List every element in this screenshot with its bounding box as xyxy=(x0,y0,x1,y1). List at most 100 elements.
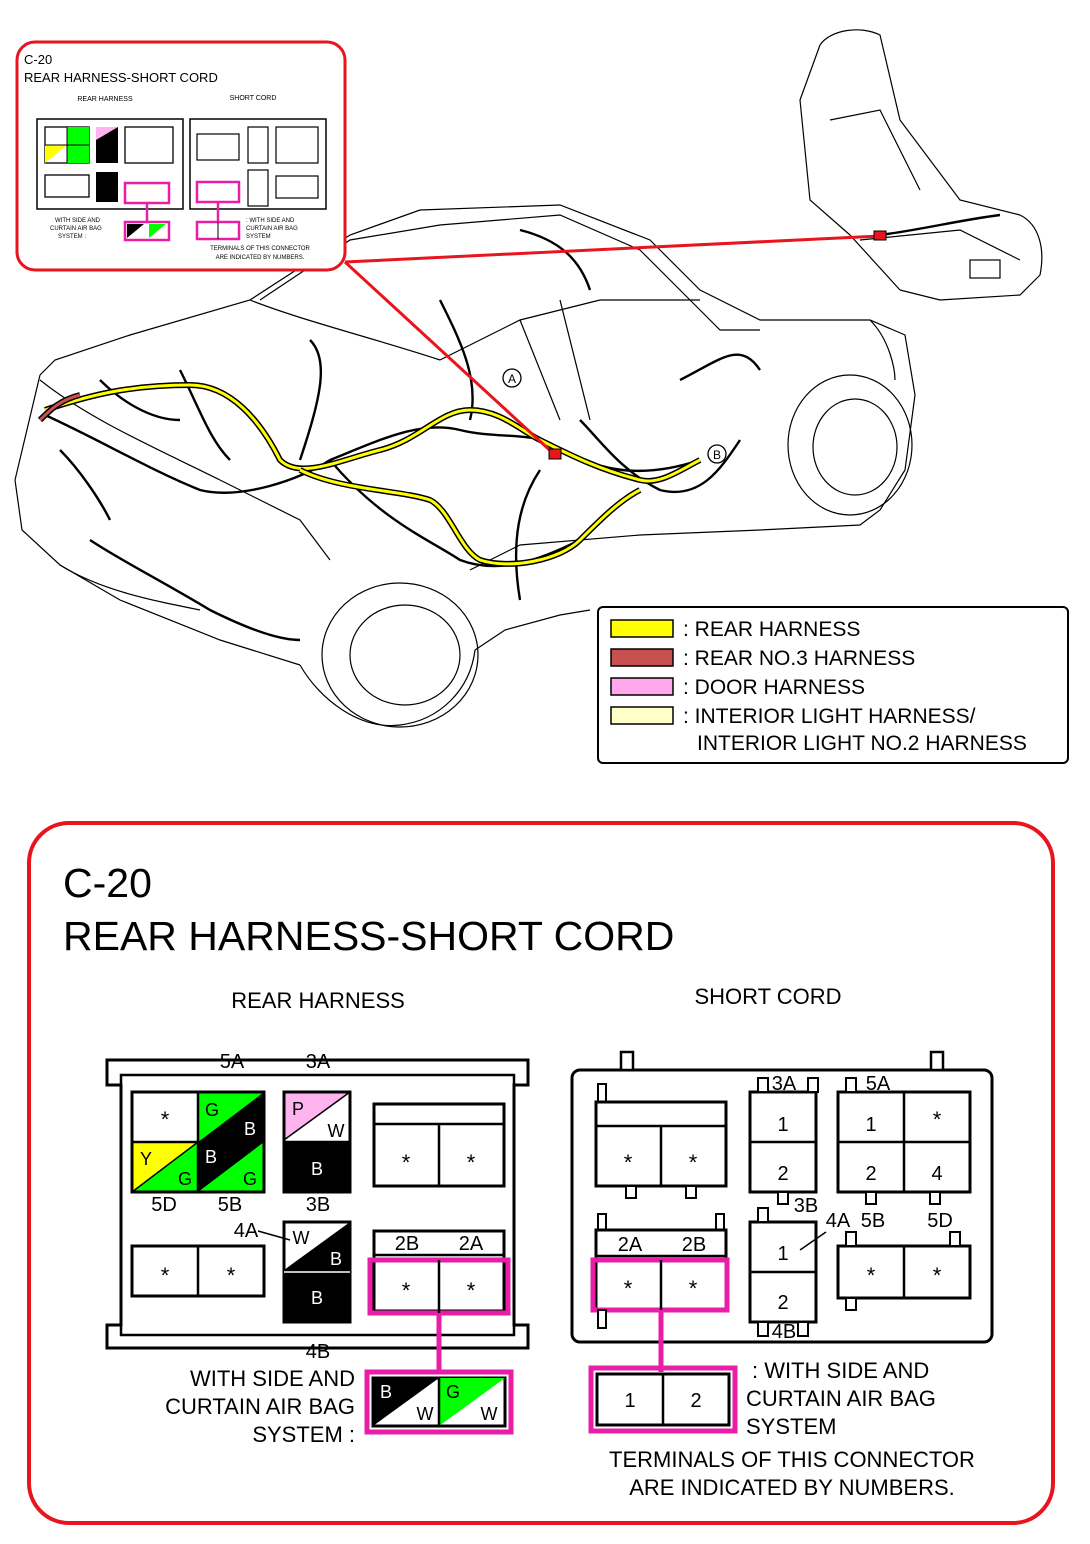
svg-text:: WITH SIDE AND: : WITH SIDE AND xyxy=(246,218,295,224)
small-connector-title: REAR HARNESS-SHORT CORD xyxy=(24,70,218,85)
svg-text:*: * xyxy=(689,1150,698,1175)
locator-marker-b: B xyxy=(707,444,727,464)
svg-text:2: 2 xyxy=(690,1390,701,1412)
svg-text:WITH SIDE AND: WITH SIDE AND xyxy=(55,218,101,224)
svg-text:*: * xyxy=(689,1276,698,1301)
connector-location-marker xyxy=(548,448,562,460)
svg-text:3A: 3A xyxy=(772,1073,797,1095)
svg-text:B: B xyxy=(244,1119,256,1139)
svg-text:*: * xyxy=(227,1263,236,1288)
rear-airbag-note-1: WITH SIDE AND xyxy=(190,1366,355,1391)
legend-label-interior-light-harness: : INTERIOR LIGHT HARNESS/ xyxy=(683,705,976,728)
svg-text:B: B xyxy=(311,1288,323,1308)
svg-text:4A: 4A xyxy=(234,1220,259,1242)
mini-short-cord-connector xyxy=(189,118,327,241)
rear-airbag-note-3: SYSTEM : xyxy=(252,1422,355,1447)
svg-text:B: B xyxy=(311,1159,323,1179)
rear-harness-route xyxy=(37,381,702,567)
svg-text:2: 2 xyxy=(777,1163,788,1185)
svg-text:2B: 2B xyxy=(682,1234,706,1256)
sc-block-5b-5d: * * xyxy=(836,1231,972,1311)
svg-text:2A: 2A xyxy=(618,1234,643,1256)
svg-text:5D: 5D xyxy=(927,1210,953,1232)
svg-text:TERMINALS OF THIS CONNECTOR: TERMINALS OF THIS CONNECTOR xyxy=(210,246,310,252)
svg-text:5B: 5B xyxy=(218,1194,242,1216)
sc-block-4a-4b: 1 2 xyxy=(748,1207,818,1337)
harness-legend: : REAR HARNESS : REAR NO.3 HARNESS : DOO… xyxy=(597,606,1069,764)
svg-text:2A: 2A xyxy=(459,1233,484,1255)
terminal-block-right-top: * * xyxy=(372,1102,506,1188)
svg-text:2: 2 xyxy=(865,1163,876,1185)
svg-text:*: * xyxy=(467,1278,476,1303)
svg-text:G: G xyxy=(178,1169,192,1189)
svg-text:A: A xyxy=(508,372,516,386)
rear-harness-heading: REAR HARNESS xyxy=(231,988,405,1013)
connector-title: REAR HARNESS-SHORT CORD xyxy=(63,913,674,959)
svg-text:1: 1 xyxy=(865,1114,876,1136)
svg-text:W: W xyxy=(293,1228,310,1248)
svg-text:ARE INDICATED BY NUMBERS.: ARE INDICATED BY NUMBERS. xyxy=(216,255,305,261)
callout-pointer xyxy=(343,234,881,457)
svg-text:4: 4 xyxy=(931,1163,942,1185)
svg-text:W: W xyxy=(328,1121,345,1141)
short-cord-airbag-note-1: : WITH SIDE AND xyxy=(752,1358,929,1383)
legend-label-rear-harness: : REAR HARNESS xyxy=(683,618,860,641)
svg-text:Y: Y xyxy=(140,1149,152,1169)
svg-text:4A: 4A xyxy=(826,1210,851,1232)
sc-block-3a-3b: 1 2 xyxy=(748,1077,819,1205)
svg-text:*: * xyxy=(161,1263,170,1288)
terminal-block-left-top: * G B Y G B G xyxy=(130,1090,266,1194)
svg-text:SYSTEM :: SYSTEM : xyxy=(58,234,86,240)
svg-text:G: G xyxy=(446,1382,460,1402)
svg-text:4B: 4B xyxy=(772,1321,796,1343)
svg-text:4B: 4B xyxy=(306,1341,330,1363)
svg-text:5A: 5A xyxy=(220,1051,245,1073)
svg-text:2B: 2B xyxy=(395,1233,419,1255)
connector-code: C-20 xyxy=(63,860,152,906)
svg-text:3B: 3B xyxy=(794,1195,818,1217)
sc-block-5a: 1 * 2 4 xyxy=(836,1077,972,1205)
svg-text:5D: 5D xyxy=(151,1194,177,1216)
rear-airbag-note-2: CURTAIN AIR BAG xyxy=(165,1394,355,1419)
terminal-footnote-1: TERMINALS OF THIS CONNECTOR xyxy=(609,1447,975,1472)
small-connector-code: C-20 xyxy=(24,52,52,67)
legend-label-door-harness: : DOOR HARNESS xyxy=(683,676,865,699)
svg-text:B: B xyxy=(380,1382,392,1402)
svg-text:*: * xyxy=(467,1150,476,1175)
svg-text:*: * xyxy=(624,1150,633,1175)
sc-block-2a-2b: * * xyxy=(590,1213,730,1329)
seat-illustration xyxy=(799,29,1043,301)
svg-text:B: B xyxy=(330,1249,342,1269)
legend-label-continuation: INTERIOR LIGHT NO.2 HARNESS xyxy=(697,732,1027,755)
terminal-block-4a-4b: W B B xyxy=(282,1220,352,1324)
terminal-block-left-bottom: * * xyxy=(130,1244,266,1298)
svg-text:5B: 5B xyxy=(861,1210,885,1232)
legend-swatch-interior-light-harness xyxy=(610,706,674,725)
svg-text:P: P xyxy=(292,1099,304,1119)
svg-text:2: 2 xyxy=(777,1292,788,1314)
svg-text:W: W xyxy=(481,1404,498,1424)
mini-rear-harness-connector xyxy=(36,118,184,242)
svg-text:1: 1 xyxy=(777,1243,788,1265)
svg-text:3B: 3B xyxy=(306,1194,330,1216)
terminal-block-2b-2a: * * xyxy=(367,1229,511,1316)
svg-text:*: * xyxy=(402,1150,411,1175)
sc-block-left-top: * * xyxy=(594,1083,728,1199)
short-cord-connector: * * 1 2 1 * 2 4 xyxy=(570,1050,994,1344)
svg-text:SHORT CORD: SHORT CORD xyxy=(230,95,277,102)
svg-text:CURTAIN AIR BAG: CURTAIN AIR BAG xyxy=(246,226,298,232)
svg-text:5A: 5A xyxy=(866,1073,891,1095)
svg-text:*: * xyxy=(867,1263,876,1288)
short-cord-heading: SHORT CORD xyxy=(694,984,841,1009)
legend-swatch-rear-harness xyxy=(610,619,674,638)
svg-text:W: W xyxy=(417,1404,434,1424)
svg-text:CURTAIN AIR BAG: CURTAIN AIR BAG xyxy=(50,226,102,232)
terminal-block-3a-3b: P W B xyxy=(282,1090,352,1194)
legend-label-rear-no3-harness: : REAR NO.3 HARNESS xyxy=(683,647,915,670)
small-callout: C-20 REAR HARNESS-SHORT CORD REAR HARNES… xyxy=(15,40,347,272)
terminal-footnote-2: ARE INDICATED BY NUMBERS. xyxy=(629,1475,955,1500)
locator-marker-a: A xyxy=(502,368,522,388)
svg-text:B: B xyxy=(205,1147,217,1167)
svg-text:*: * xyxy=(624,1276,633,1301)
svg-text:REAR HARNESS: REAR HARNESS xyxy=(77,96,133,103)
